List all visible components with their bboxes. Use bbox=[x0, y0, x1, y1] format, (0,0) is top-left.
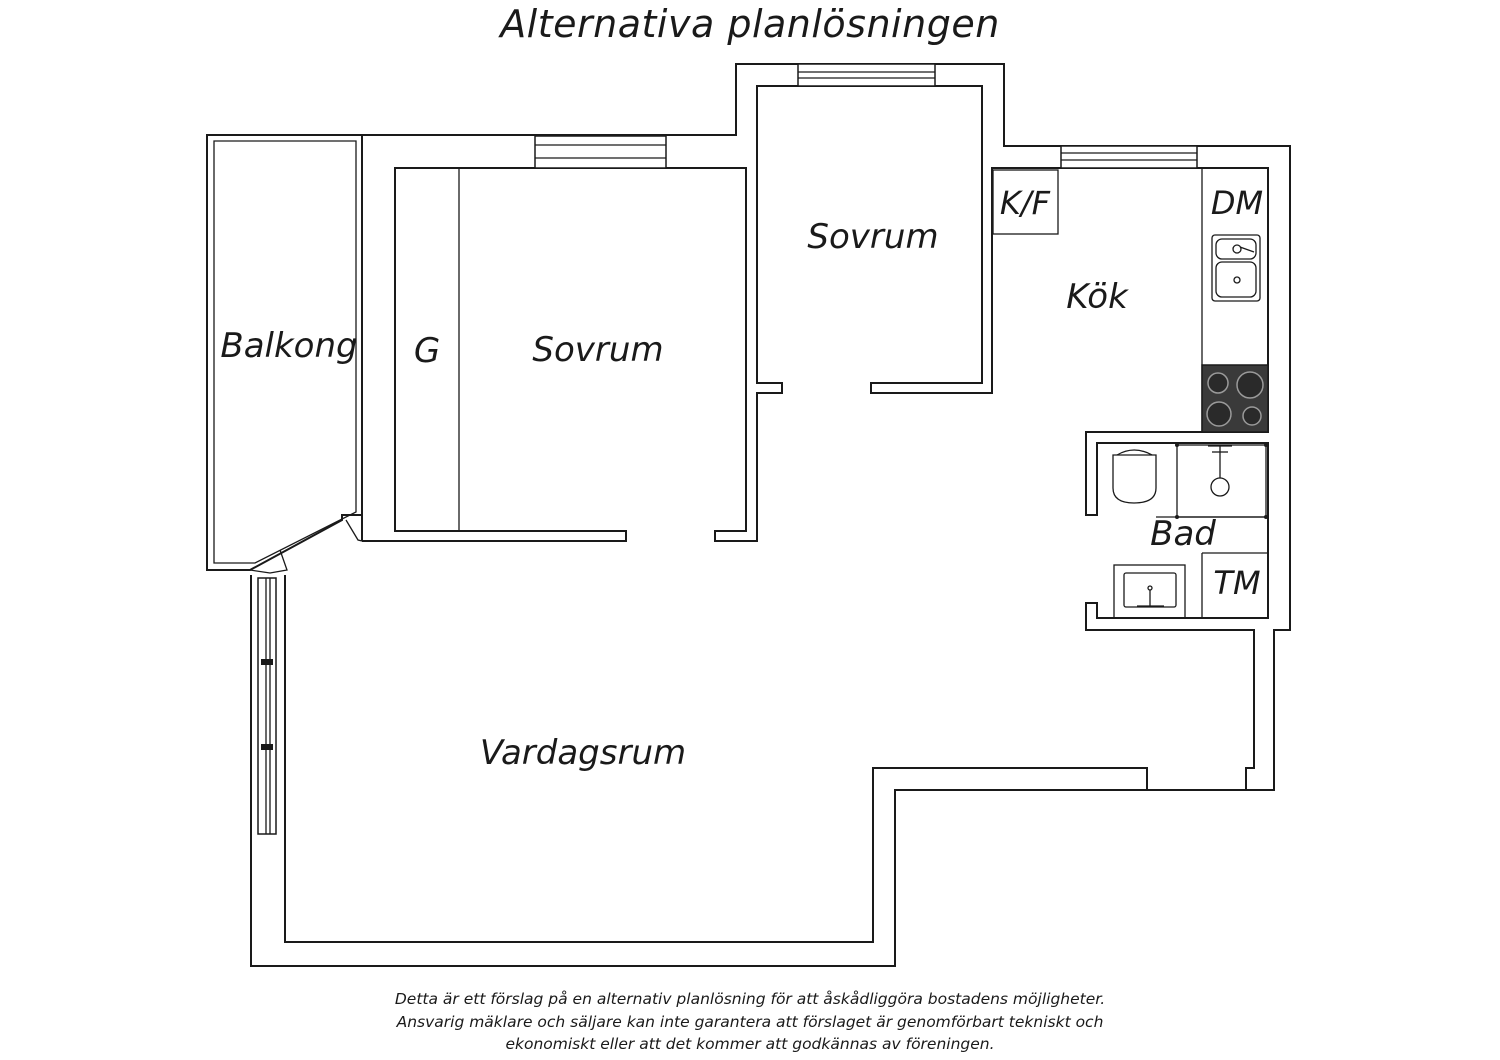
room-label-sovrum-2: Sovrum bbox=[807, 217, 938, 257]
room-label-kf: K/F bbox=[1000, 184, 1051, 222]
room-label-bad: Bad bbox=[1150, 514, 1216, 554]
window-icon bbox=[257, 63, 1198, 835]
disclaimer: Detta är ett förslag på en alternativ pl… bbox=[250, 988, 1250, 1056]
room-label-kok: Kök bbox=[1066, 277, 1129, 317]
room-label-balkong: Balkong bbox=[220, 326, 357, 366]
bathroom-partitions bbox=[1156, 516, 1268, 618]
toilet-icon bbox=[1112, 449, 1157, 504]
disclaimer-line: ekonomiskt eller att det kommer att godk… bbox=[505, 1035, 995, 1053]
room-label-dm: DM bbox=[1211, 184, 1263, 222]
room-label-vardagsrum: Vardagsrum bbox=[480, 733, 686, 773]
disclaimer-line: Detta är ett förslag på en alternativ pl… bbox=[394, 990, 1106, 1008]
washbasin-icon bbox=[1113, 564, 1186, 619]
room-label-tm: TM bbox=[1213, 564, 1260, 602]
room-label-g: G bbox=[414, 331, 440, 371]
sink-icon bbox=[1211, 234, 1261, 302]
fridge-freezer bbox=[992, 169, 1059, 235]
room-label-sovrum-1: Sovrum bbox=[532, 330, 663, 370]
disclaimer-line: Ansvarig mäklare och säljare kan inte ga… bbox=[396, 1012, 1104, 1031]
stove-icon bbox=[1201, 364, 1269, 433]
plan-title: Alternativa planlösningen bbox=[500, 2, 1000, 46]
outer-walls bbox=[250, 63, 1291, 967]
shower-icon bbox=[1175, 443, 1268, 519]
